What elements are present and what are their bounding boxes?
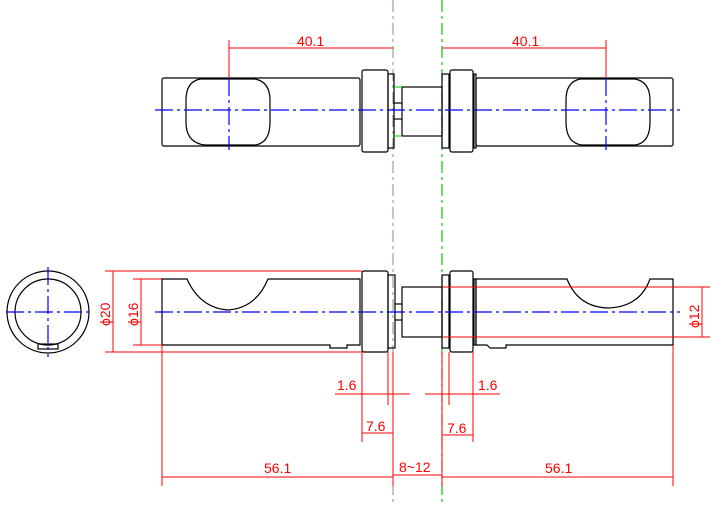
top-view: 40.1 40.1 [155, 33, 680, 153]
end-view [6, 267, 90, 357]
dim-dia-12: ϕ12 [686, 304, 702, 328]
dim-left-collar: 7.6 [366, 418, 386, 434]
side-view [155, 270, 680, 353]
dim-dia-16: ϕ16 [125, 302, 141, 326]
dim-right-length: 56.1 [545, 460, 572, 476]
dim-right-ring: 1.6 [478, 377, 498, 393]
dim-left-length: 56.1 [264, 460, 291, 476]
dim-top-left: 40.1 [297, 33, 324, 49]
right-pocket [565, 78, 651, 146]
dim-left-ring: 1.6 [337, 377, 357, 393]
dim-gap: 8~12 [399, 459, 431, 475]
dim-dia-20: ϕ20 [97, 302, 113, 326]
dim-top-right: 40.1 [512, 33, 539, 49]
dimensions: ϕ20 ϕ16 ϕ12 1.6 1.6 7.6 7.6 56.1 56.1 8~… [97, 270, 710, 486]
dim-right-collar: 7.6 [447, 420, 467, 436]
left-pocket [185, 78, 271, 146]
